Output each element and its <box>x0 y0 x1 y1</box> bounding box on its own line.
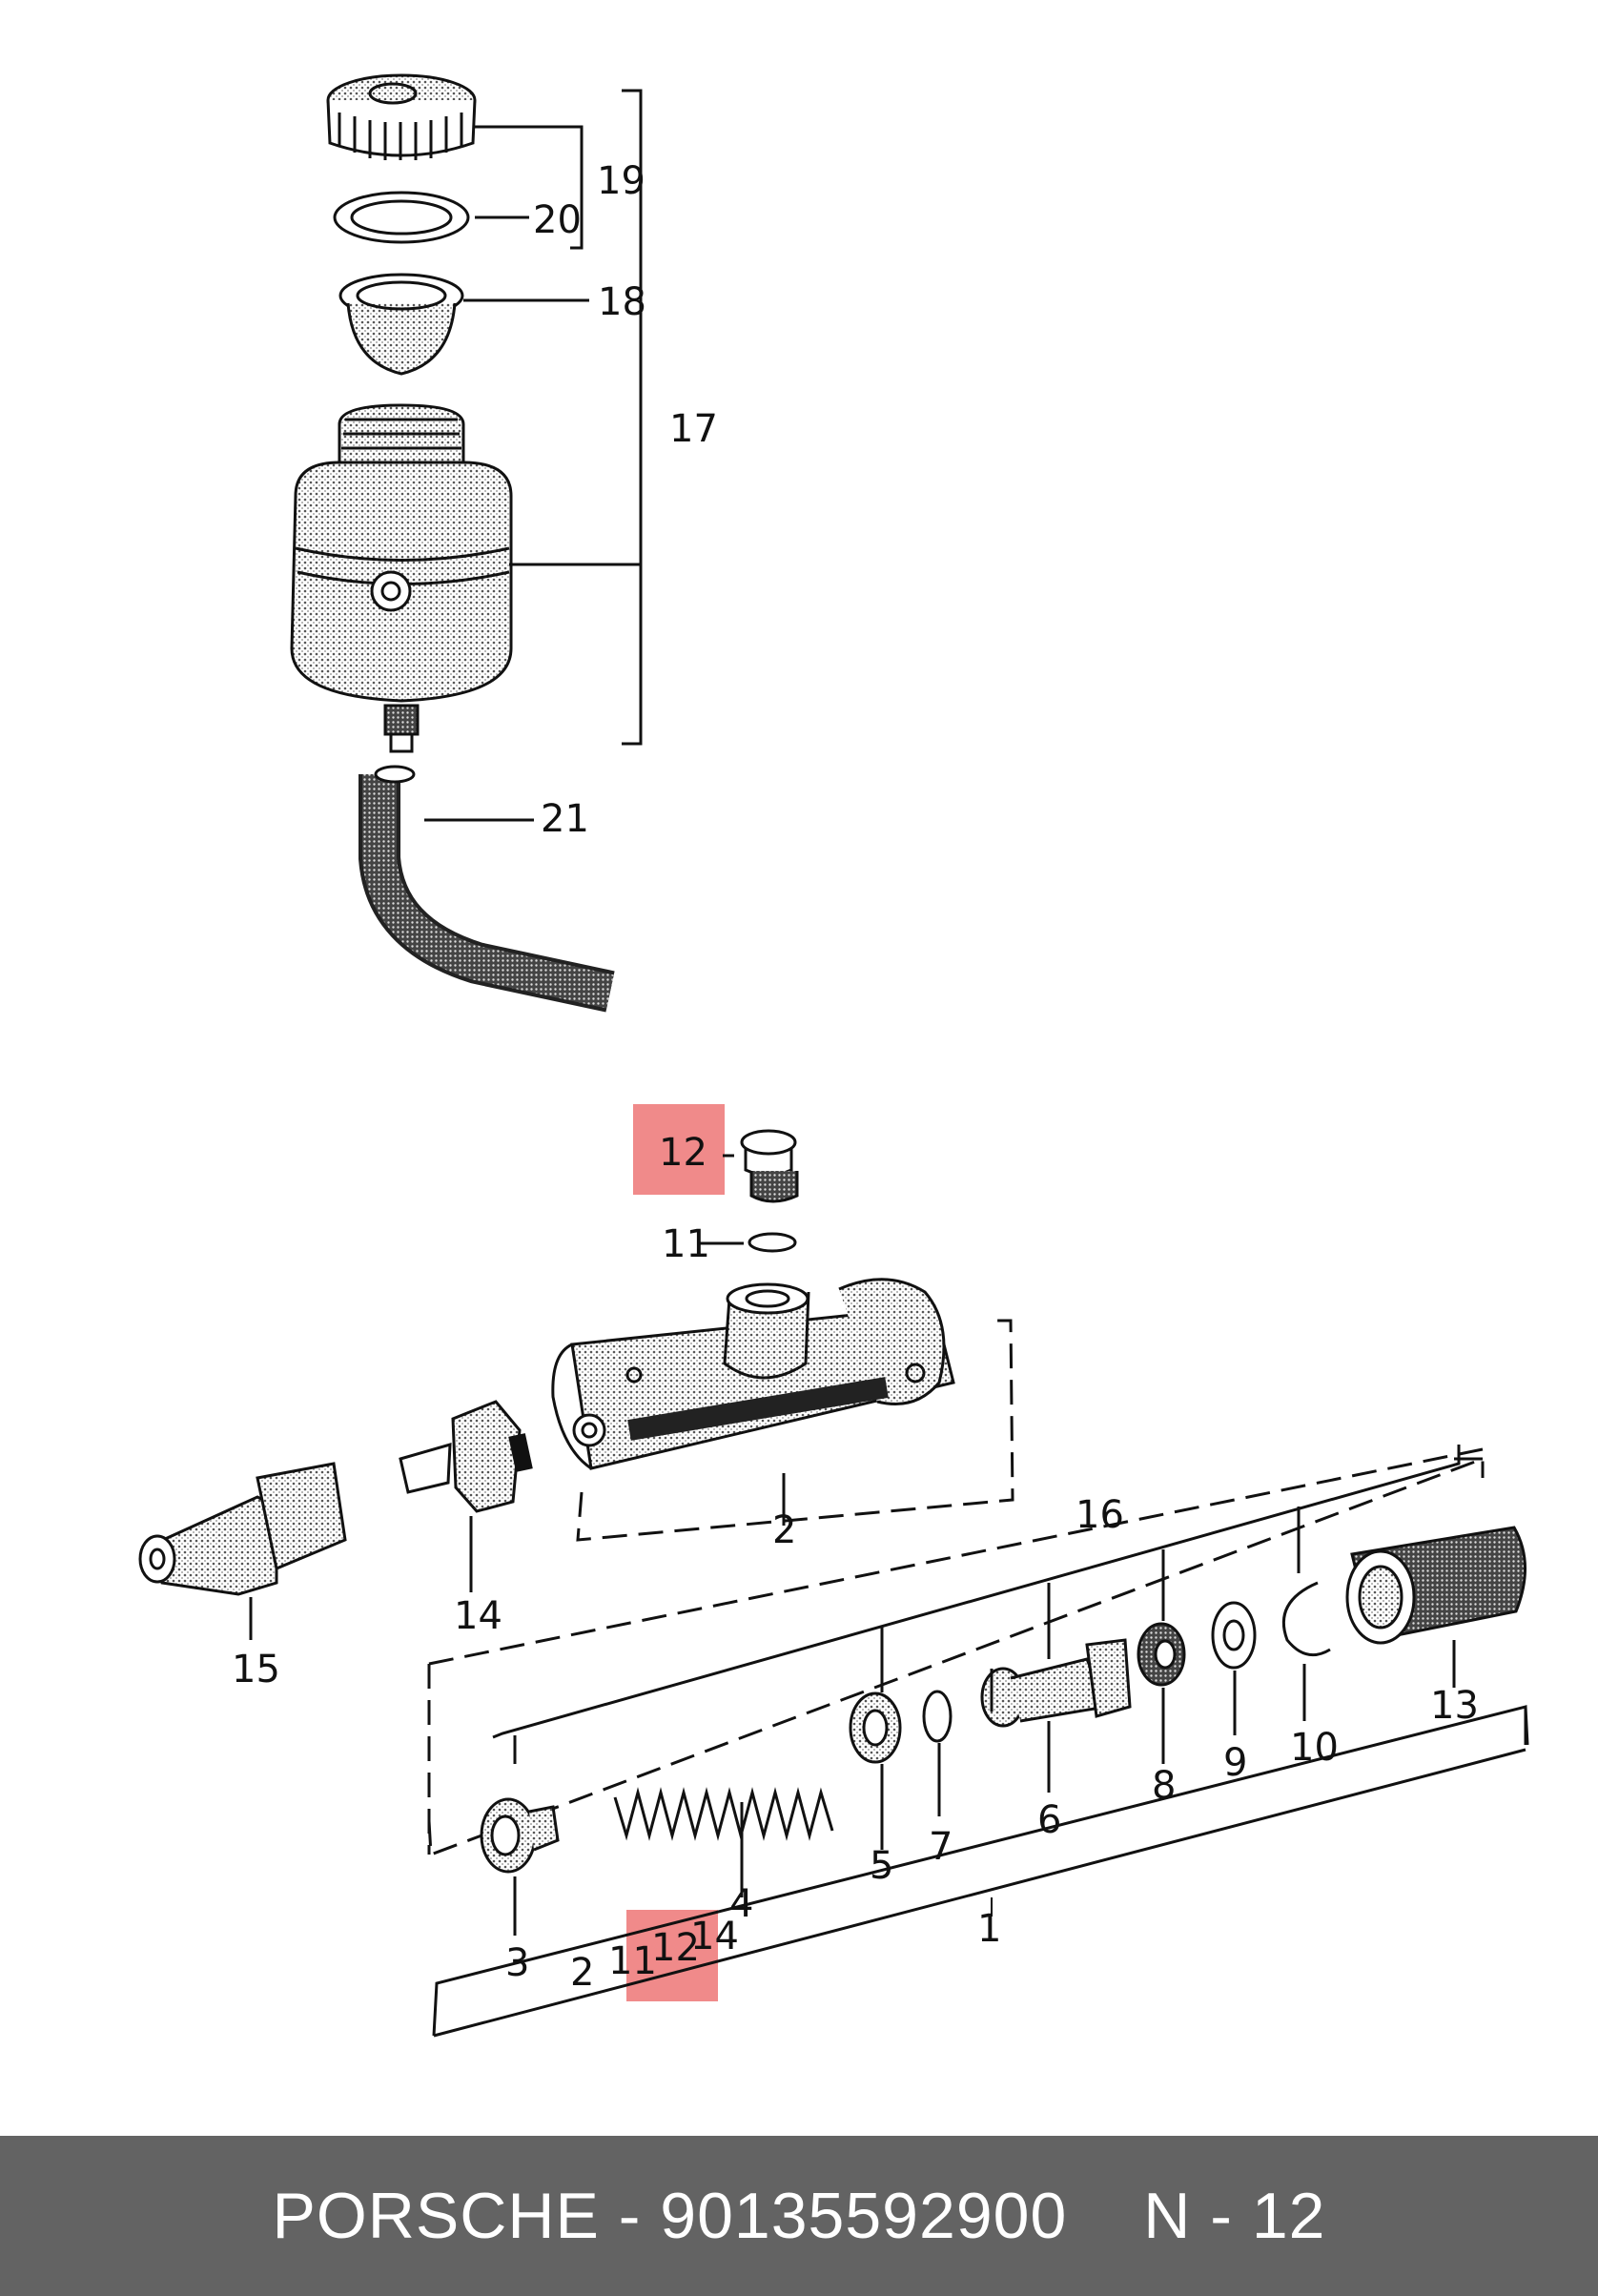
piston-stop <box>480 1797 560 1874</box>
stop-washer <box>1211 1601 1257 1670</box>
page-reference: N - 12 <box>1143 2180 1326 2252</box>
callout-6: 6 <box>1037 1798 1061 1842</box>
circlip <box>1281 1581 1331 1657</box>
callout-11: 11 <box>662 1222 710 1266</box>
callout-10: 10 <box>1290 1726 1339 1770</box>
callout-3: 3 <box>505 1941 529 1985</box>
callout-5: 5 <box>870 1844 893 1888</box>
callout-16: 16 <box>1076 1493 1124 1537</box>
stop-light-switch <box>399 1400 533 1513</box>
cap-gasket <box>333 191 470 244</box>
brand-label: PORSCHE <box>272 2180 600 2252</box>
callout-12-top: 12 <box>659 1131 707 1175</box>
master-cylinder <box>551 1278 955 1470</box>
separator <box>641 2179 660 2253</box>
callout-21: 21 <box>541 797 589 841</box>
callout-20: 20 <box>533 198 582 242</box>
callout-1: 1 <box>977 1907 1001 1951</box>
kit-item-12: 12 <box>651 1926 700 1970</box>
kit-item-2: 2 <box>570 1951 594 1995</box>
part-number: 90135592900 <box>660 2180 1068 2252</box>
primary-cup <box>1137 1622 1186 1687</box>
highlight-box-top <box>633 1104 725 1195</box>
rubber-boot <box>138 1462 347 1596</box>
callout-2: 2 <box>772 1508 796 1552</box>
highlight-box-bottom <box>626 1910 718 2001</box>
banjo-bolt <box>740 1129 799 1203</box>
kit-item-14: 14 <box>690 1915 739 1958</box>
washer <box>922 1690 953 1743</box>
callout-19: 19 <box>597 159 645 203</box>
reservoir-cap <box>326 73 477 160</box>
exploded-parts-diagram: 19 20 18 17 21 12 11 2 16 14 15 13 10 9 … <box>138 73 1529 2038</box>
reservoir-body <box>290 403 513 753</box>
separator-dash: - <box>618 2180 642 2252</box>
footer-bar: PORSCHE - 90135592900 N - 12 <box>0 2136 1598 2296</box>
spring <box>613 1787 834 1841</box>
separator <box>600 2179 619 2253</box>
callout-13: 13 <box>1430 1684 1479 1728</box>
strainer <box>338 273 464 376</box>
pushrod-boot <box>1345 1526 1526 1645</box>
sealing-washer <box>748 1232 797 1253</box>
callout-9: 9 <box>1223 1741 1247 1785</box>
callout-15: 15 <box>232 1648 280 1691</box>
callout-17: 17 <box>669 407 718 451</box>
piston <box>980 1638 1132 1728</box>
callout-18: 18 <box>598 280 646 324</box>
kit-item-11: 11 <box>608 1939 657 1983</box>
piston-seal <box>849 1691 902 1764</box>
callout-8: 8 <box>1152 1764 1176 1808</box>
callout-7: 7 <box>929 1825 953 1869</box>
callout-14: 14 <box>454 1594 502 1638</box>
callout-4: 4 <box>729 1882 753 1926</box>
